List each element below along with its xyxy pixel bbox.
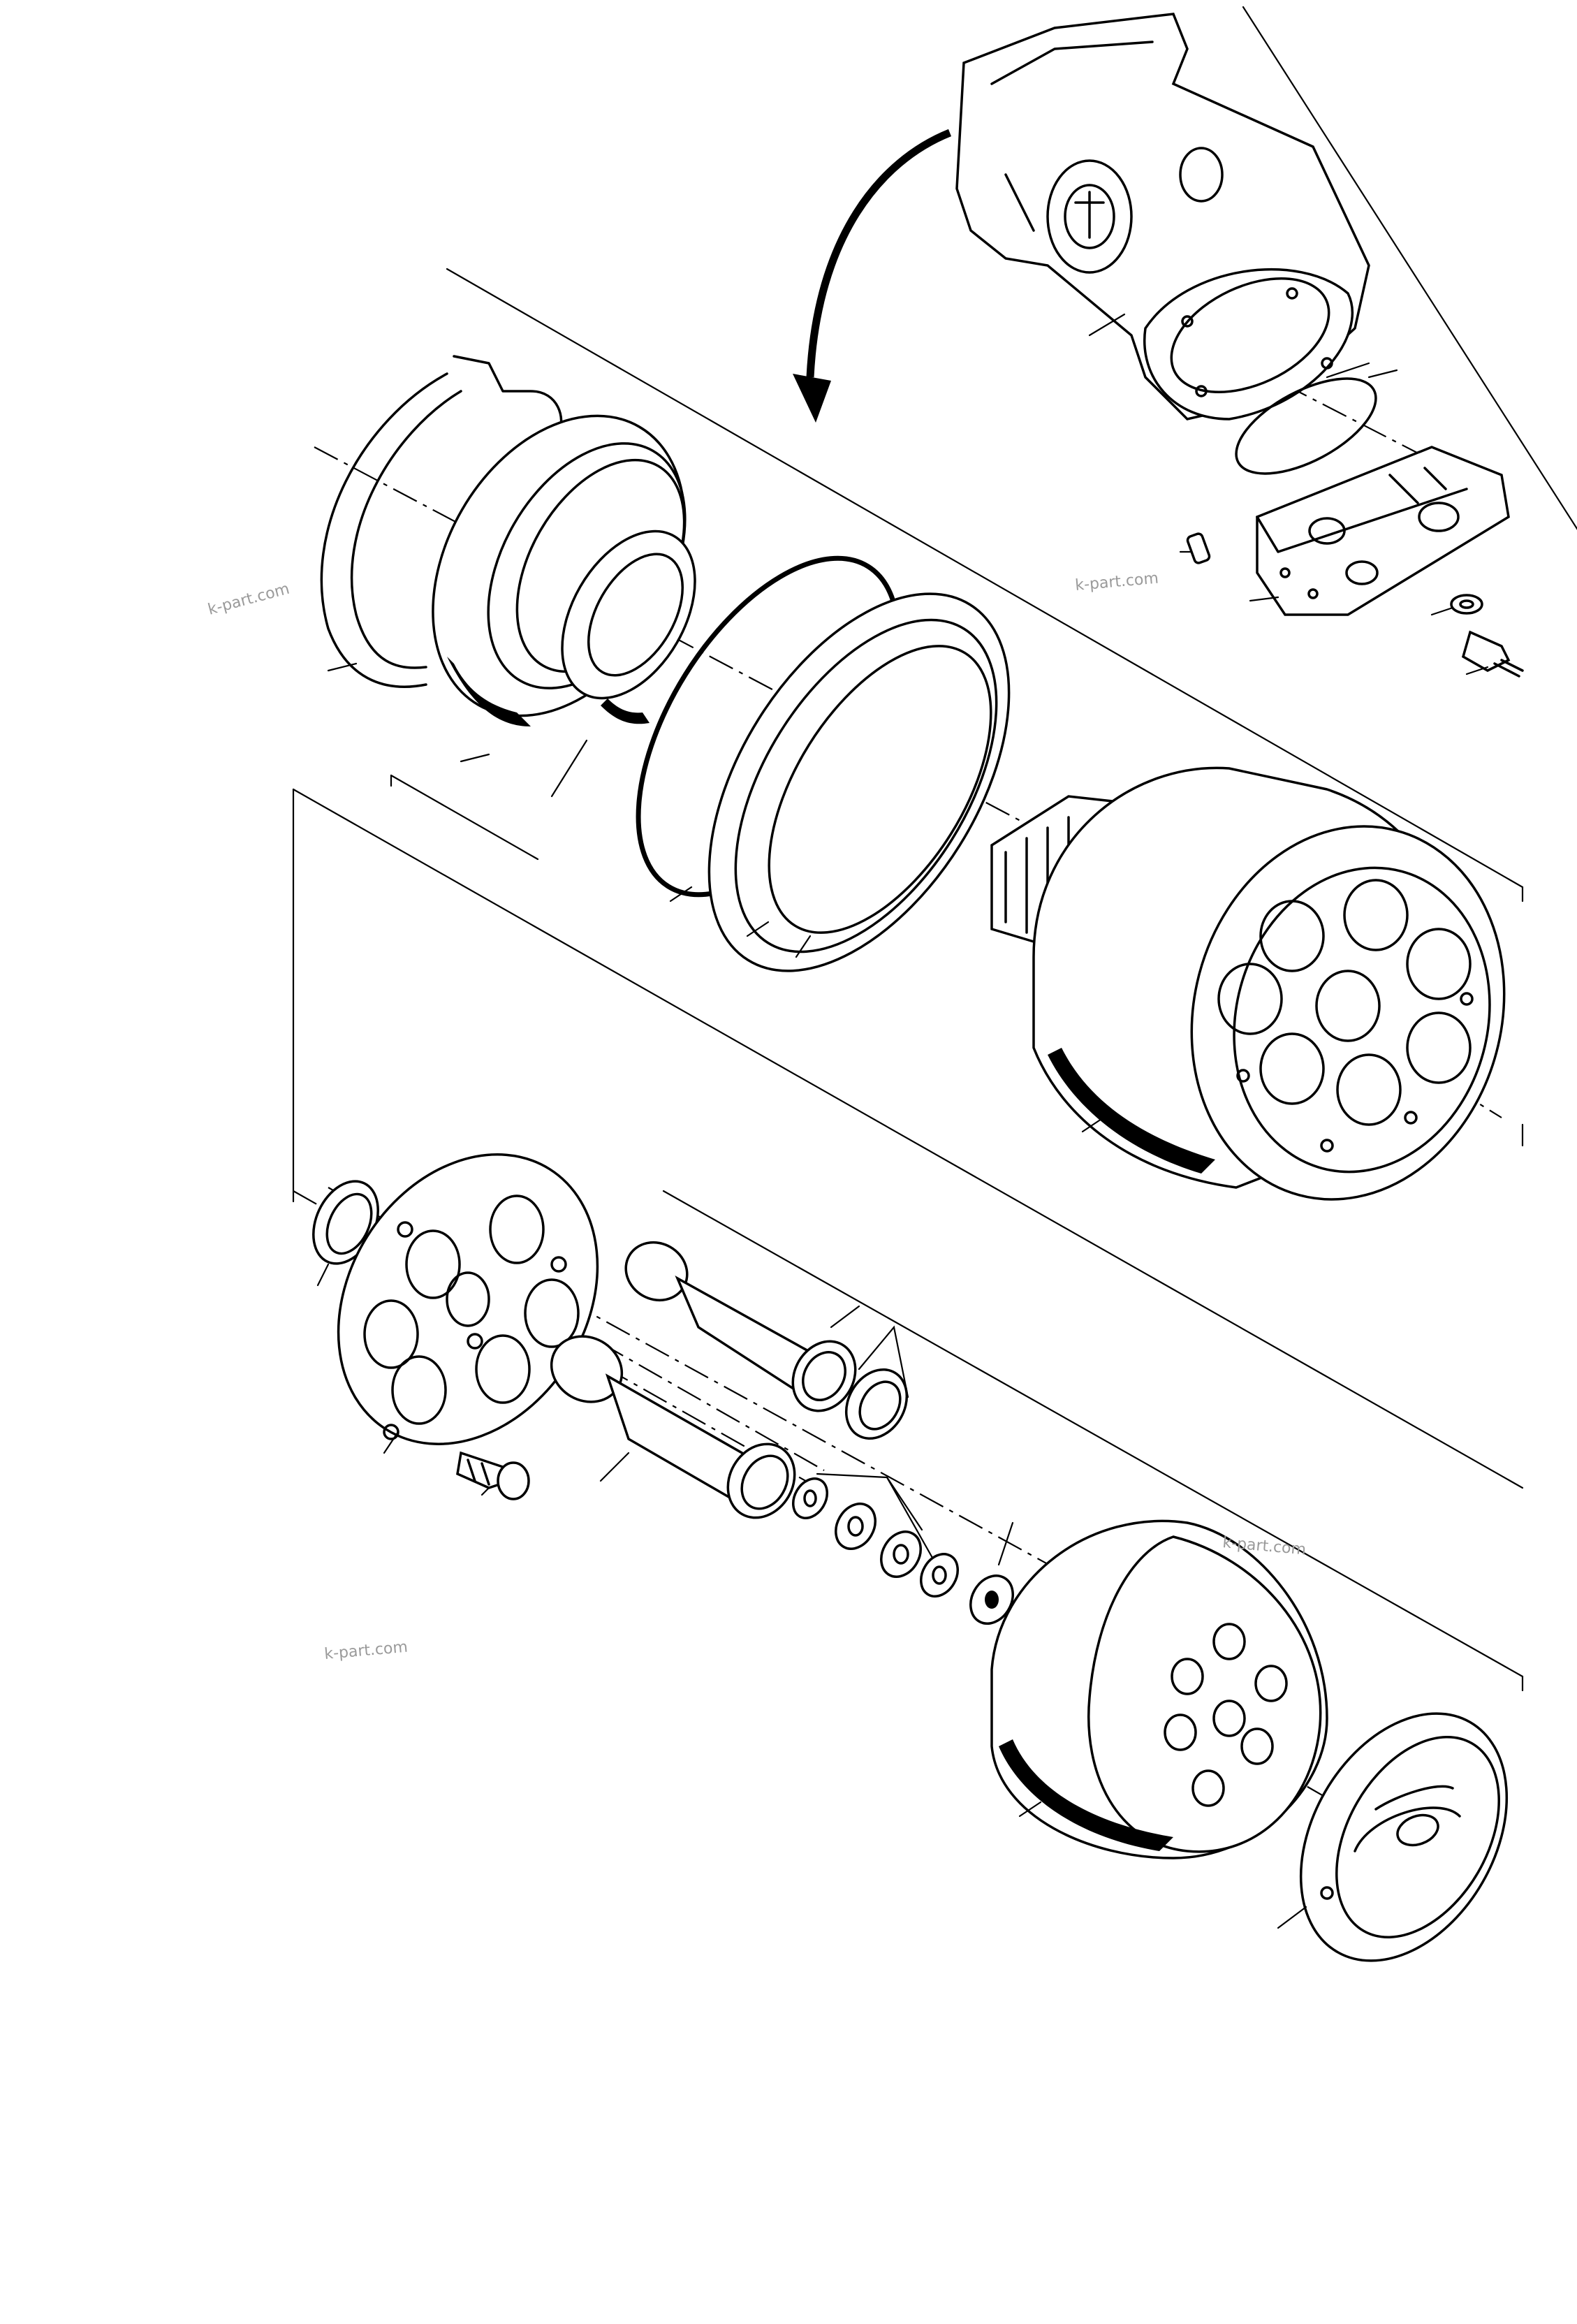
rotation-arrow [793, 129, 952, 423]
retainer-screw [456, 1451, 530, 1500]
cylinder-barrel [990, 1519, 1328, 1859]
watermark: k-part.com [323, 1639, 409, 1663]
roller-bearing [550, 529, 696, 798]
retainer-plate [337, 1153, 599, 1454]
housing-o-ring [1235, 369, 1398, 475]
snap-ring [320, 355, 563, 688]
watermark: k-part.com [206, 580, 291, 619]
drive-shaft-assembly [990, 766, 1506, 1201]
motor-housing [955, 13, 1370, 421]
group-bracket-lines [292, 6, 1577, 1692]
valve-plate-block [1249, 446, 1510, 616]
piston-lower [550, 1335, 796, 1519]
bolt-top-right [1430, 594, 1524, 678]
piston-upper [624, 1241, 860, 1412]
seal-rings [707, 592, 1011, 972]
end-cap [1277, 1712, 1509, 1962]
dowel-pin [1179, 532, 1211, 564]
watermark: k-part.com [1074, 570, 1159, 594]
piston-ring [844, 1325, 909, 1440]
washer-stack [792, 1472, 1014, 1625]
